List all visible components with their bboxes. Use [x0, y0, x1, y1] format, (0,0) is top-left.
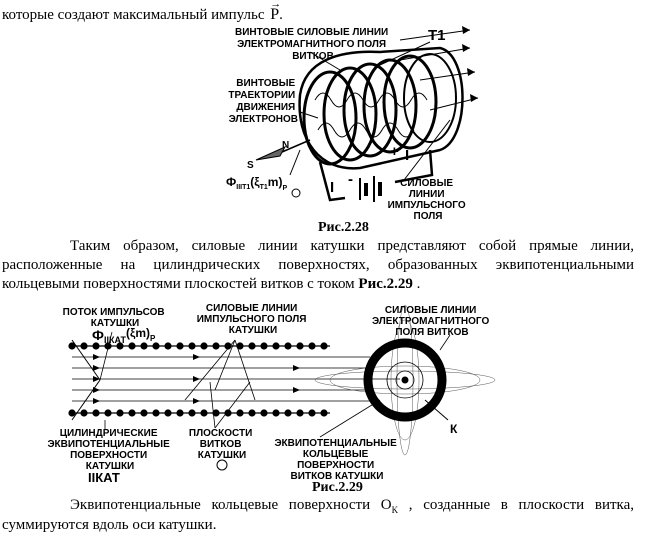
coil-envelope	[298, 46, 464, 170]
turn-dot	[224, 409, 232, 417]
turn-dot	[116, 342, 124, 350]
paragraph-line: суммируются вдоль оси катушки.	[2, 517, 217, 533]
label-trajectories: ВИНТОВЫЕ ТРАЕКТОРИИ ДВИЖЕНИЯ ЭЛЕКТРОНОВ	[228, 78, 298, 125]
paragraph-line: Эквипотенциальные кольцевые поверхности …	[70, 497, 634, 515]
turn-dot	[152, 342, 160, 350]
electron-trajectory	[314, 92, 428, 108]
label-impulse-lines: СИЛОВЫЕ ЛИНИИ ИМПУЛЬСНОГО ПОЛЯ	[388, 178, 469, 222]
turn-dot	[296, 342, 304, 350]
turn-dot	[176, 342, 184, 350]
turn-dot	[260, 409, 268, 417]
paragraph-line: кольцевыми поверхностями плоскостей витк…	[2, 276, 421, 292]
turn-dot	[104, 342, 112, 350]
coil-turns	[298, 29, 479, 202]
label-t1: T1	[428, 27, 446, 44]
turn-dot	[128, 342, 136, 350]
label-ring-surfaces: ЭКВИПОТЕНЦИАЛЬНЫЕ КОЛЬЦЕВЫЕ ПОВЕРХНОСТИ …	[274, 438, 399, 482]
turn-dot	[116, 409, 124, 417]
figure-caption-2-28: Рис.2.28	[318, 220, 369, 235]
coil-cross-section	[314, 304, 496, 456]
turn-dot	[284, 342, 292, 350]
turn-dot	[176, 409, 184, 417]
paragraph-line: расположенные на цилиндрических поверхно…	[2, 257, 634, 273]
intro-line: которые создают максимальный импульс → P…	[2, 0, 283, 24]
impulse-vector-symbol: → P	[270, 0, 281, 23]
turn-dot	[68, 409, 76, 417]
label-pulse-flow: ПОТОК ИМПУЛЬСОВ КАТУШКИ	[63, 307, 168, 329]
turn-dot	[92, 409, 100, 417]
turn-dot	[128, 409, 136, 417]
turn-dot	[296, 409, 304, 417]
turn-dot	[236, 342, 244, 350]
turn-dot	[236, 409, 244, 417]
turn-dot	[164, 409, 172, 417]
label-cylindrical-surfaces: ЦИЛИНДРИЧЕСКИЕ ЭКВИПОТЕНЦИАЛЬНЫЕ ПОВЕРХН…	[47, 428, 172, 472]
label-cyl-symbol: IIКАТ	[88, 470, 120, 485]
turn-dot	[92, 342, 100, 350]
turn-dot	[68, 342, 76, 350]
label-flux-t1: ФIIIТ1(ξТ1m)P	[226, 175, 287, 192]
electron-trajectory	[317, 122, 415, 138]
label-minus: -	[348, 171, 353, 188]
turn-dot	[308, 409, 316, 417]
field-line-arrows	[93, 354, 300, 404]
turn-dot	[212, 409, 220, 417]
label-coil-flux: ФIIКАТ(ξm)P	[92, 326, 156, 345]
turn-dot	[248, 409, 256, 417]
paragraph-line: Таким образом, силовые линии катушки пре…	[70, 238, 634, 254]
turn-dot	[308, 342, 316, 350]
coil-cylinder	[71, 331, 451, 438]
figure-caption-2-29: Рис.2.29	[312, 480, 363, 495]
vector-arrow-icon: →	[270, 0, 282, 10]
coil-turn	[403, 53, 457, 143]
turn-dot	[320, 409, 328, 417]
label-current-right: I	[405, 147, 409, 164]
label-k: К	[450, 422, 458, 436]
coil-turn	[342, 62, 398, 158]
turn-dot	[272, 409, 280, 417]
turn-dot	[260, 342, 268, 350]
turn-dot	[188, 342, 196, 350]
turn-dot	[80, 342, 88, 350]
coil-turn	[322, 66, 378, 162]
turn-dot	[104, 409, 112, 417]
turn-dot	[188, 409, 196, 417]
label-em-field-lines: СИЛОВЫЕ ЛИНИИ ЭЛЕКТРОМАГНИТНОГО ПОЛЯ ВИТ…	[372, 305, 492, 338]
turn-dot	[224, 342, 232, 350]
turn-dot	[140, 409, 148, 417]
label-turn-planes: ПЛОСКОСТИ ВИТКОВ КАТУШКИ	[189, 428, 255, 461]
turn-dot	[140, 342, 148, 350]
turn-dot	[152, 409, 160, 417]
turn-plane-marker	[216, 459, 228, 471]
turn-dot	[320, 342, 328, 350]
turn-dot	[164, 342, 172, 350]
turn-dot	[248, 342, 256, 350]
turn-dot	[200, 342, 208, 350]
label-n: N	[282, 140, 289, 151]
label-s: S	[247, 160, 254, 171]
turn-dot	[284, 409, 292, 417]
turn-dot	[200, 409, 208, 417]
turn-dot	[80, 409, 88, 417]
ns-arrow	[255, 139, 311, 198]
turn-dot	[212, 342, 220, 350]
coil-turn	[382, 54, 438, 150]
label-current-left: I	[330, 179, 334, 196]
turn-dot	[272, 342, 280, 350]
circuit-wire	[318, 161, 346, 202]
label-field-lines: ВИНТОВЫЕ СИЛОВЫЕ ЛИНИИ ЭЛЕКТРОМАГНИТНОГО…	[235, 27, 391, 62]
turn-dots	[68, 342, 328, 417]
field-arrows	[462, 26, 478, 102]
label-coil-impulse-lines: СИЛОВЫЕ ЛИНИИ ИМПУЛЬСНОГО ПОЛЯ КАТУШКИ	[197, 303, 310, 336]
label-plus: +	[390, 143, 399, 160]
